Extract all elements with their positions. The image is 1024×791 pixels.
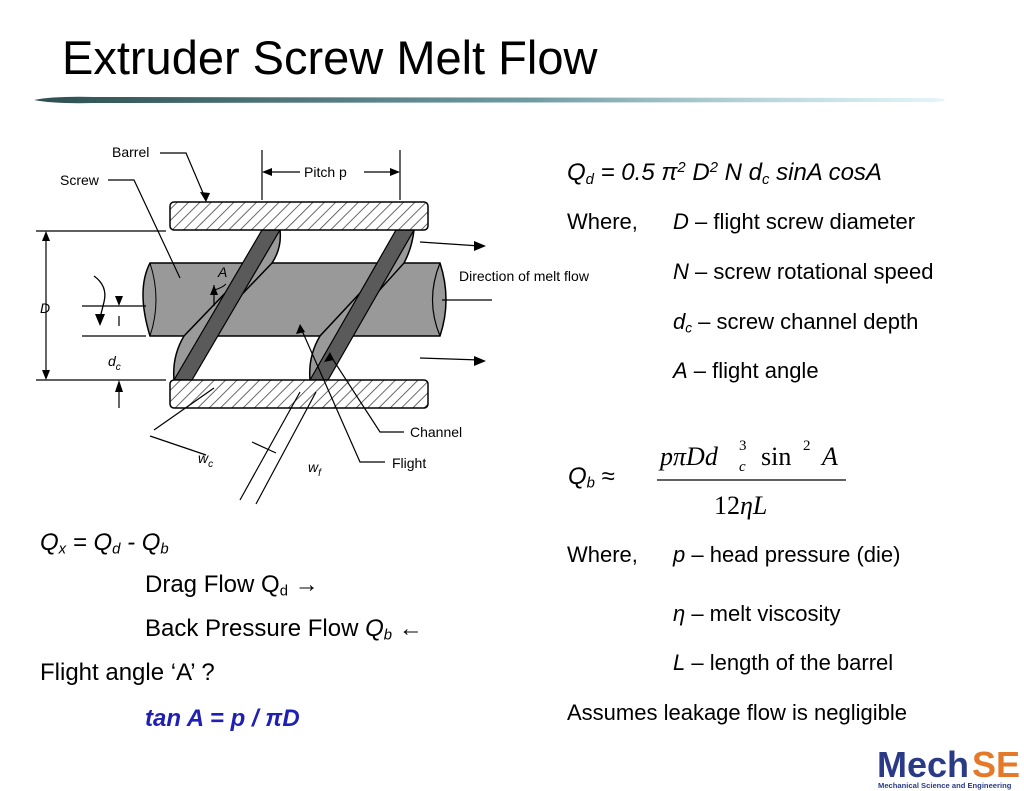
flight-angle-question: Flight angle ‘A’ ?	[40, 659, 215, 686]
back-flow-fraction: pπDd 3 c sin 2 A 12ηL	[657, 438, 846, 520]
diameter-label: D	[40, 300, 50, 316]
svg-text:2: 2	[803, 438, 811, 454]
back-pressure-flow-label: Back Pressure Flow Qb ←	[145, 615, 423, 644]
net-flow-formula: Qx = Qd - Qb	[40, 529, 169, 558]
variable-definition: D – flight screw diameter	[673, 209, 916, 234]
angle-label: A	[217, 264, 227, 280]
svg-text:pπDd: pπDd	[658, 442, 719, 471]
back-flow-formula-label: Qb ≈	[568, 463, 615, 492]
extruder-screw-diagram: Barrel Screw Pitch p A Direction of melt…	[36, 144, 590, 505]
flight-label: Flight	[392, 455, 426, 471]
svg-text:3: 3	[739, 438, 747, 454]
svg-text:sin: sin	[761, 442, 791, 471]
pitch-label: Pitch p	[304, 164, 347, 180]
variable-definition: p – head pressure (die)	[673, 542, 901, 567]
svg-text:c: c	[739, 459, 746, 475]
screw-label: Screw	[60, 172, 100, 188]
svg-text:Mech: Mech	[877, 744, 969, 785]
barrel-label: Barrel	[112, 144, 149, 160]
page-title: Extruder Screw Melt Flow	[62, 31, 598, 84]
direction-label: Direction of melt flow	[459, 268, 590, 284]
channel-depth-label: dc	[108, 353, 121, 373]
svg-text:A: A	[820, 442, 838, 471]
drag-flow-formula: Qd = 0.5 π2 D2 N dc sinA cosA	[567, 159, 882, 188]
svg-text:Mechanical Science and Enginee: Mechanical Science and Engineering	[878, 781, 1012, 790]
variable-definition: dc – screw channel depth	[673, 309, 919, 336]
variable-definition: A – flight angle	[673, 358, 819, 383]
assumption-note: Assumes leakage flow is negligible	[567, 700, 907, 725]
screw-core	[142, 262, 447, 337]
flight-width-label: wf	[308, 459, 322, 479]
mechse-logo: Mech SE Mechanical Science and Engineeri…	[877, 744, 1020, 790]
variable-definition: η – melt viscosity	[673, 601, 841, 626]
barrel-top	[169, 201, 429, 231]
svg-text:12ηL: 12ηL	[714, 491, 767, 520]
where-label-1: Where,	[567, 209, 638, 234]
rotation-arrow-icon	[93, 275, 106, 319]
screw-flights	[172, 229, 416, 381]
drag-flow-label: Drag Flow Qd →	[145, 571, 319, 600]
channel-label: Channel	[410, 424, 462, 440]
channel-width-label: wc	[198, 450, 213, 470]
variable-definition: L – length of the barrel	[673, 650, 894, 675]
svg-text:SE: SE	[972, 744, 1020, 785]
where-label-2: Where,	[567, 542, 638, 567]
tan-formula: tan A = p / πD	[145, 705, 300, 732]
variable-definition: N – screw rotational speed	[673, 259, 934, 284]
title-divider	[34, 96, 945, 104]
